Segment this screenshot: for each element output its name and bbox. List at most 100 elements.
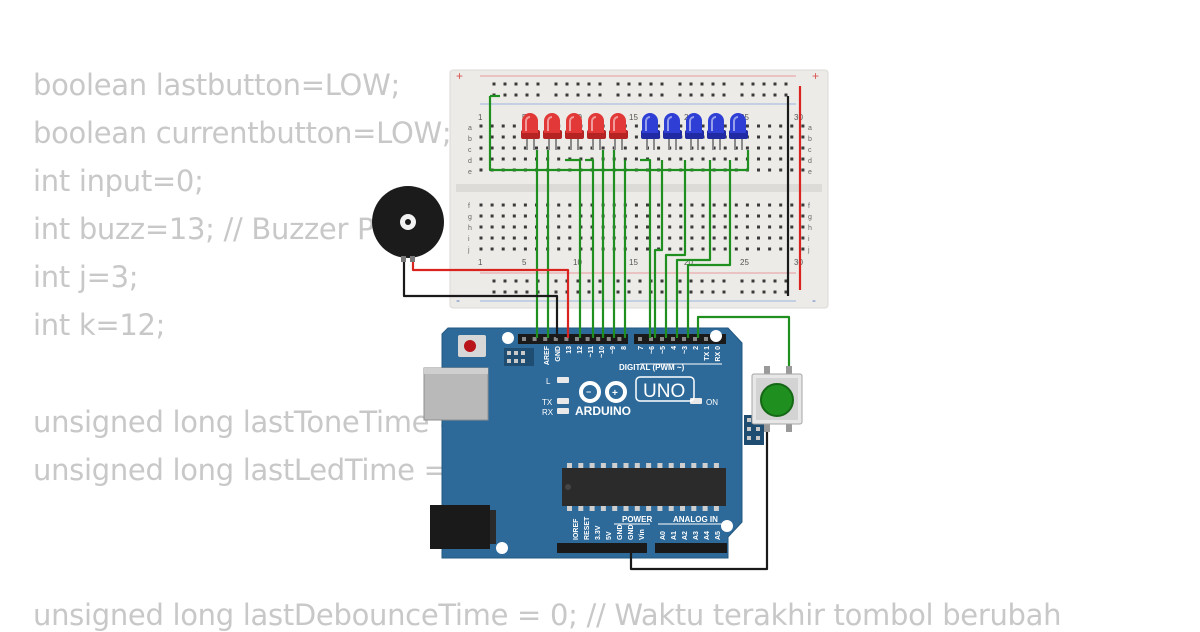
breadboard-hole	[768, 247, 772, 251]
wire-green-led[interactable]	[653, 160, 664, 338]
header-pin	[671, 337, 675, 341]
wire-green-led[interactable]	[686, 160, 732, 338]
icsp-pin	[747, 436, 751, 440]
rail-hole	[576, 82, 580, 86]
rail-hole	[627, 93, 631, 97]
led-array[interactable]	[521, 113, 748, 150]
breadboard-hole	[790, 168, 794, 172]
row-letter: d	[808, 158, 812, 165]
pushbutton[interactable]	[751, 366, 803, 432]
breadboard-hole	[757, 203, 760, 207]
breadboard-hole	[701, 146, 705, 150]
led-leg	[653, 138, 655, 150]
logo-plus-glyph: +	[612, 388, 618, 399]
breadboard-hole	[490, 236, 494, 240]
pin-label: GND	[617, 524, 624, 540]
breadboard-hole	[557, 203, 561, 207]
wire-black-button-gnd[interactable]	[629, 430, 769, 571]
led-highlight	[525, 116, 531, 131]
rail-hole	[678, 93, 682, 97]
rail-hole	[649, 82, 653, 86]
wire-green-led[interactable]	[675, 160, 712, 338]
wire-green-ground-rail[interactable]	[488, 96, 500, 172]
breadboard-hole	[801, 236, 805, 240]
rail-hole	[722, 279, 726, 283]
chip-leg	[691, 463, 697, 468]
wire-green-button[interactable]	[696, 315, 791, 372]
pin-label: RESET	[584, 516, 591, 540]
analog-header	[655, 543, 727, 553]
wire-green-led[interactable]	[565, 158, 582, 338]
reset-button[interactable]	[464, 340, 476, 352]
breadboard-hole	[501, 203, 505, 207]
wire-green-led[interactable]	[664, 160, 687, 338]
row-letter: f	[808, 203, 810, 210]
breadboard-hole	[657, 157, 661, 161]
rail-hole	[784, 279, 788, 283]
rail-minus-label: -	[456, 293, 460, 307]
led-leg	[555, 138, 557, 150]
buzzer-pin	[401, 256, 406, 262]
breadboard-hole	[668, 157, 672, 161]
column-numbers-bottom: 1 5 10 15 20 25 30	[478, 258, 803, 267]
breadboard-center-channel	[456, 184, 822, 192]
breadboard-hole	[501, 146, 505, 150]
arduino-uno-board[interactable]: AREF GND 13 12 ~11 ~10 ~9 8 7 ~6 ~5 4 ~3…	[423, 327, 764, 559]
icsp-pin	[514, 359, 518, 363]
breadboard-hole	[701, 214, 705, 218]
led-rx-label: RX	[542, 408, 554, 417]
rail-hole	[616, 82, 620, 86]
rail-hole	[503, 279, 507, 283]
arduino-logo-text: ARDUINO	[575, 404, 631, 418]
breadboard-hole	[679, 247, 683, 251]
wire-green-led[interactable]	[585, 158, 595, 338]
wire-black-buzzer[interactable]	[402, 258, 559, 338]
breadboard-hole	[779, 135, 783, 139]
rail-hole	[565, 93, 569, 97]
button-cap[interactable]	[760, 383, 794, 417]
rail-hole	[700, 290, 704, 294]
breadboard-hole	[601, 146, 605, 150]
breadboard-hole	[745, 203, 749, 207]
icsp-pin	[521, 351, 525, 355]
breadboard-hole	[490, 247, 494, 251]
breadboard[interactable]: + + - - 1 5 10 15 20 25 30 1 5 10 15 20 …	[449, 69, 829, 309]
analog-in-label: ANALOG IN	[673, 515, 718, 524]
logo-loop-left	[579, 381, 601, 403]
rail-hole	[514, 82, 518, 86]
icsp-pin	[756, 427, 760, 431]
header-pin	[564, 337, 569, 341]
breadboard-hole	[690, 236, 694, 240]
breadboard-hole	[734, 203, 738, 207]
breadboard-hole	[479, 214, 483, 218]
rail-hole	[503, 93, 507, 97]
piezo-buzzer[interactable]	[372, 186, 444, 262]
rail-hole	[649, 93, 653, 97]
atmega-chip	[562, 468, 726, 506]
breadboard-hole	[690, 157, 694, 161]
power-pin-labels: IOREF RESET 3.3V 5V GND GND Vin	[573, 516, 646, 540]
rail-hole	[598, 290, 602, 294]
rail-hole	[587, 93, 591, 97]
breadboard-hole	[801, 157, 805, 161]
row-letter: h	[468, 225, 472, 232]
row-letter: d	[468, 158, 472, 165]
breadboard-hole	[768, 135, 772, 139]
chip-leg	[668, 506, 674, 511]
breadboard-hole	[634, 225, 638, 229]
mounting-hole	[502, 332, 514, 344]
rail-hole	[525, 93, 529, 97]
breadboard-hole	[734, 247, 738, 251]
wire-red-buzzer[interactable]	[411, 258, 570, 338]
rail-hole	[536, 82, 540, 86]
led-highlight	[569, 116, 575, 131]
wire-green-led-common[interactable]	[500, 150, 750, 172]
icsp-pin	[507, 351, 511, 355]
rail-hole	[740, 93, 744, 97]
breadboard-hole	[768, 168, 772, 172]
breadboard-hole	[745, 225, 749, 229]
wire-green-led[interactable]	[640, 158, 652, 338]
breadboard-hole	[512, 203, 516, 207]
breadboard-hole	[490, 135, 494, 139]
header-pin	[682, 337, 686, 341]
